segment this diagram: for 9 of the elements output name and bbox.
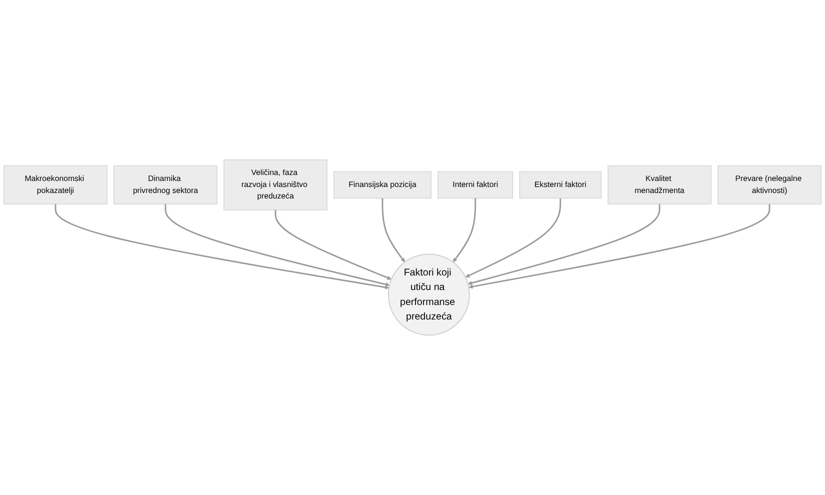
arrow <box>468 204 770 289</box>
arrow <box>274 210 392 280</box>
node-circle: Faktori koji utiču na performanse preduzeća <box>388 254 470 336</box>
arrow <box>164 204 390 286</box>
arrow <box>54 204 390 290</box>
arrow <box>382 198 405 262</box>
arrow <box>468 204 660 286</box>
arrow <box>465 198 562 278</box>
arrow <box>452 198 476 262</box>
